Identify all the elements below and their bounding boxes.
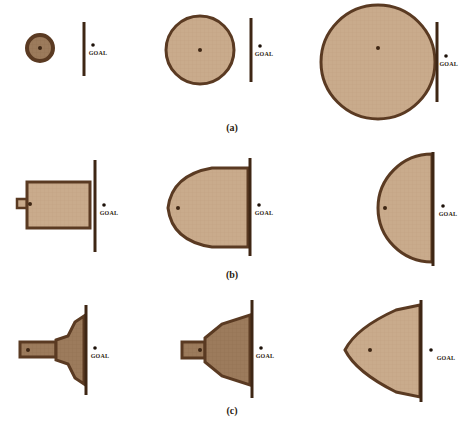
start-dot xyxy=(198,48,202,52)
goal-label: GOAL xyxy=(440,61,458,67)
wavefront-region xyxy=(378,154,432,262)
goal-label: GOAL xyxy=(89,50,107,56)
goal-label: GOAL xyxy=(100,210,118,216)
goal-label: GOAL xyxy=(256,353,274,359)
wavefront-region xyxy=(182,342,205,358)
goal-dot xyxy=(259,346,263,350)
wall xyxy=(420,300,423,402)
wall xyxy=(94,160,97,252)
goal-label: GOAL xyxy=(255,210,273,216)
wavefront-region xyxy=(321,5,435,119)
wall xyxy=(83,22,86,76)
start-dot xyxy=(38,46,42,50)
goal-label: GOAL xyxy=(437,355,455,361)
wavefront-region xyxy=(166,16,234,84)
start-dot xyxy=(26,348,30,352)
goal-label: GOAL xyxy=(91,353,109,359)
wavefront-region xyxy=(27,182,90,228)
goal-label: GOAL xyxy=(255,51,273,57)
goal-dot xyxy=(93,346,97,350)
start-dot xyxy=(368,348,372,352)
panel-label: (a) xyxy=(226,123,238,133)
start-dot xyxy=(176,206,180,210)
goal-dot xyxy=(91,43,95,47)
wall xyxy=(85,305,88,395)
goal-dot xyxy=(258,44,262,48)
wavefront-region xyxy=(168,168,248,247)
wavefront-region xyxy=(205,315,250,385)
start-dot xyxy=(383,206,387,210)
panel-label: (b) xyxy=(226,270,238,280)
wavefront-region xyxy=(20,342,56,357)
panel-label: (c) xyxy=(226,406,237,416)
goal-label: GOAL xyxy=(439,211,457,217)
goal-dot xyxy=(257,203,261,207)
start-dot xyxy=(28,202,32,206)
start-dot xyxy=(376,46,380,50)
wavefront-region xyxy=(56,316,84,384)
wavefront-region xyxy=(345,305,420,397)
wall xyxy=(249,158,252,256)
goal-dot xyxy=(444,54,448,58)
start-dot xyxy=(198,348,202,352)
wavefront-region xyxy=(27,35,53,61)
wall xyxy=(250,18,253,82)
wall xyxy=(251,300,254,398)
goal-dot xyxy=(441,204,445,208)
goal-dot xyxy=(429,348,433,352)
wall xyxy=(432,152,435,266)
wall xyxy=(436,22,439,102)
goal-dot xyxy=(102,203,106,207)
